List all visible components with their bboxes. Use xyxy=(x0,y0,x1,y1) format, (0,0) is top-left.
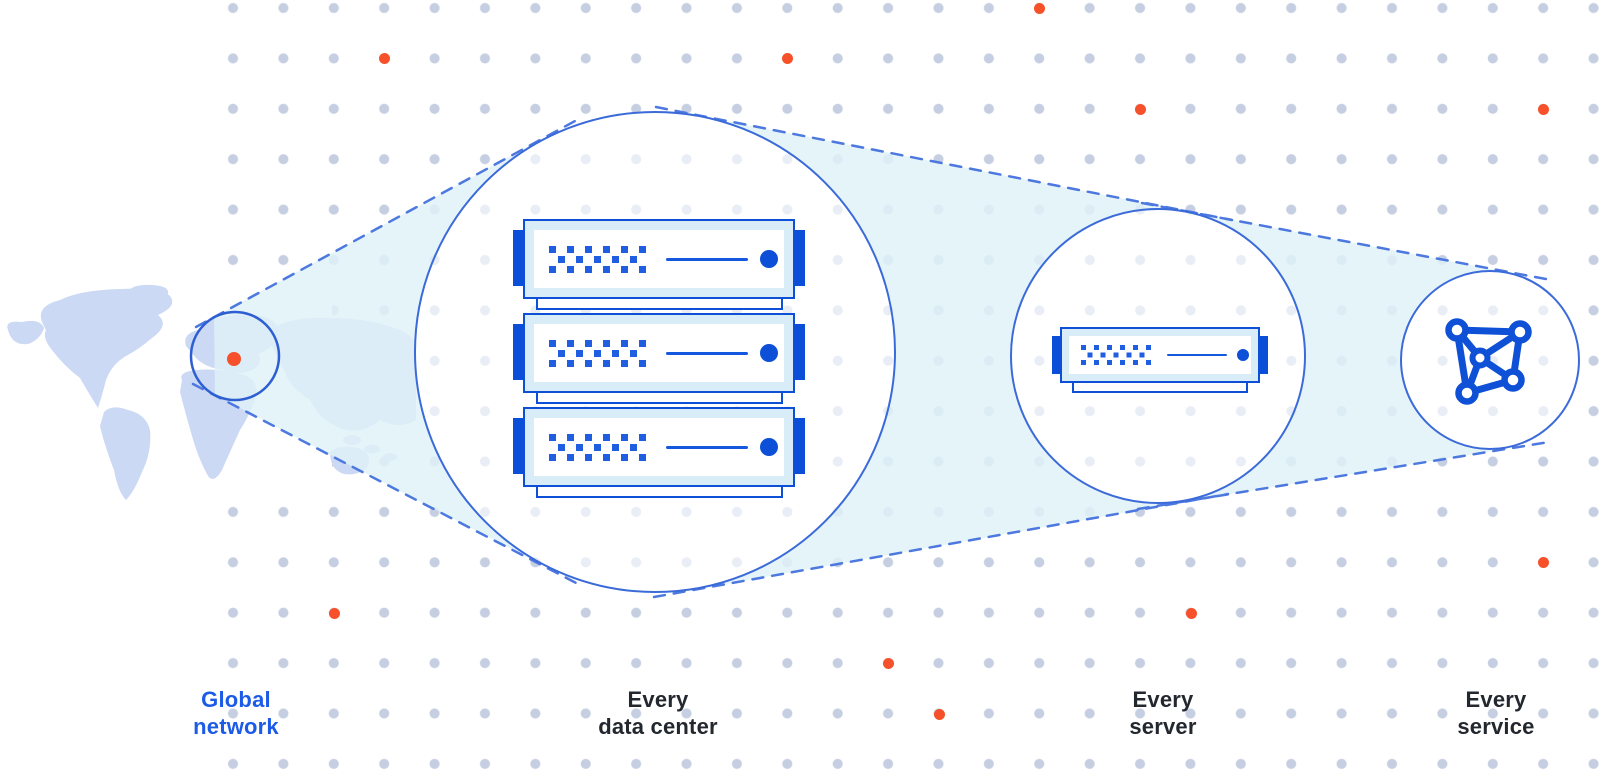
label-every-data-center: Every data center xyxy=(598,686,718,740)
server-power-dot xyxy=(760,344,778,362)
label-every-service: Every service xyxy=(1457,686,1534,740)
location-marker-dot xyxy=(227,352,241,366)
led-matrix-icon xyxy=(1081,345,1151,365)
label-line: data center xyxy=(598,714,718,739)
label-line: Every xyxy=(1132,687,1194,712)
led-matrix-icon xyxy=(549,433,646,461)
label-every-server: Every server xyxy=(1129,686,1196,740)
accent-dot xyxy=(781,52,793,64)
accent-dot xyxy=(882,657,894,669)
single-server-unit xyxy=(1052,327,1268,383)
label-line: service xyxy=(1457,714,1535,739)
zoom-dashed-lines xyxy=(191,105,1553,599)
server-faceplate xyxy=(534,324,784,382)
accent-dot xyxy=(328,607,340,619)
server-faceplate xyxy=(534,418,784,476)
server-slot-line xyxy=(666,351,748,355)
label-line: Every xyxy=(1465,687,1527,712)
server-power-dot xyxy=(760,438,778,456)
accent-dot xyxy=(1537,103,1549,115)
label-line: Every xyxy=(627,687,689,712)
server-power-dot xyxy=(1237,349,1249,361)
label-line: network xyxy=(193,714,279,739)
server-slot-line xyxy=(1167,353,1227,357)
label-global-network: Global network xyxy=(193,686,279,740)
mesh-network-icon xyxy=(1445,318,1532,405)
label-line: Global xyxy=(201,687,271,712)
server-slot-line xyxy=(666,257,748,261)
accent-dot xyxy=(378,52,390,64)
accent-dot xyxy=(1185,607,1197,619)
server-rack-unit xyxy=(513,407,805,487)
server-rack-unit xyxy=(513,219,805,299)
server-slot-line xyxy=(666,445,748,449)
server-power-dot xyxy=(760,250,778,268)
region-highlight-ring xyxy=(189,310,281,402)
label-line: server xyxy=(1129,714,1197,739)
led-matrix-icon xyxy=(549,245,646,273)
server-faceplate xyxy=(534,230,784,288)
accent-dot xyxy=(1033,2,1045,14)
accent-dot xyxy=(1537,556,1549,568)
led-matrix-icon xyxy=(549,339,646,367)
accent-dot xyxy=(1134,103,1146,115)
server-rack-unit xyxy=(513,313,805,393)
accent-dot xyxy=(933,708,945,720)
server-faceplate xyxy=(1069,336,1251,374)
data-center-circle xyxy=(414,111,896,593)
